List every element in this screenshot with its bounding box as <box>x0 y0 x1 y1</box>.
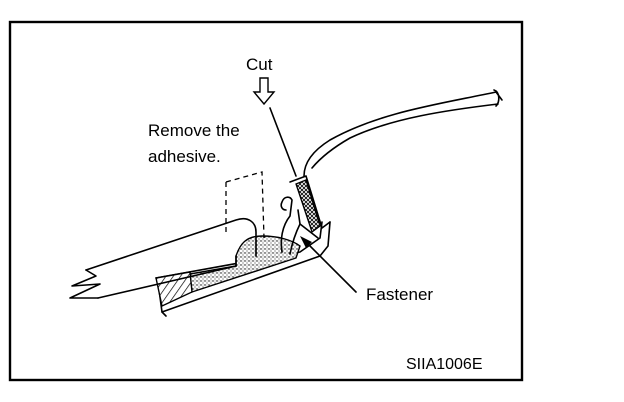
label-fastener: Fastener <box>366 285 433 304</box>
removed-adhesive-outline <box>225 171 265 239</box>
reference-code: SIIA1006E <box>406 356 483 373</box>
fastener-leader <box>300 236 357 293</box>
spacer-block <box>155 271 193 308</box>
adhesive <box>189 235 301 293</box>
label-remove-line2: adhesive. <box>148 147 221 166</box>
glass-panel <box>69 217 257 299</box>
cut-line <box>269 107 297 177</box>
molding <box>289 89 503 234</box>
fastener-clip <box>280 196 319 255</box>
label-remove-line1: Remove the <box>148 121 240 140</box>
label-cut: Cut <box>246 55 273 74</box>
diagram-frame <box>8 20 524 382</box>
cut-arrow <box>252 77 276 106</box>
